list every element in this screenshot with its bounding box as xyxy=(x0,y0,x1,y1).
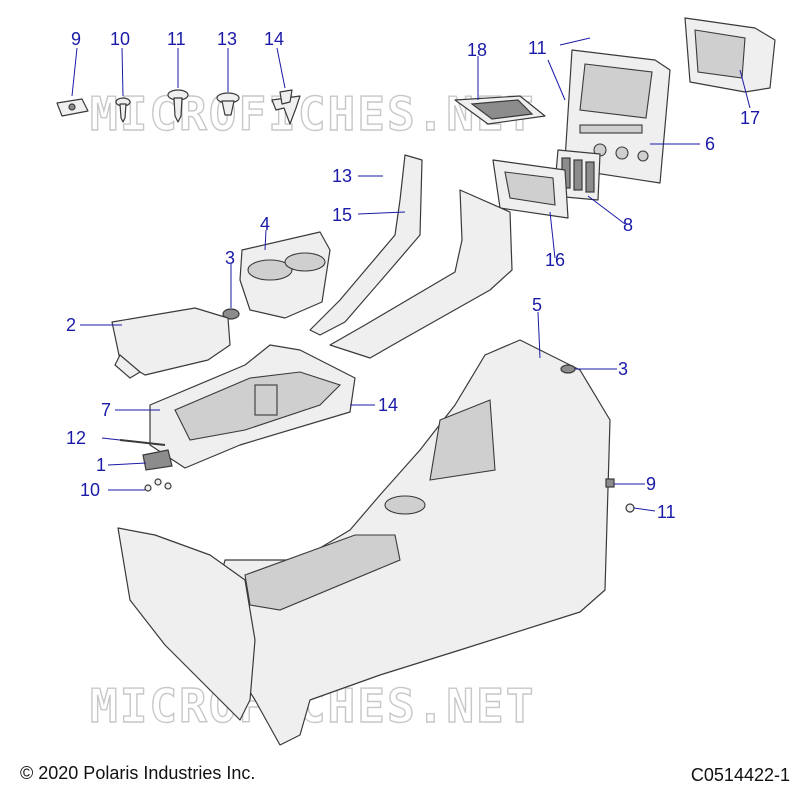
part-1-latch xyxy=(142,449,173,471)
callout-9-right: 9 xyxy=(646,474,656,494)
figure-code: C0514422-1 xyxy=(690,765,790,785)
callout-1: 1 xyxy=(96,455,106,475)
part-2-armrest-lid xyxy=(111,307,231,379)
callout-3-right: 3 xyxy=(618,359,628,379)
callout-17: 17 xyxy=(740,108,760,128)
callout-14-mid: 14 xyxy=(378,395,398,415)
part-12-pin xyxy=(119,439,166,446)
callout-7: 7 xyxy=(101,400,111,420)
callout-13-top: 13 xyxy=(217,29,237,49)
watermark-top: MICROFICHES.NET xyxy=(90,87,535,141)
callout-10-top: 10 xyxy=(110,29,130,49)
part-13-push-rivet xyxy=(216,92,240,116)
callout-12: 12 xyxy=(66,428,86,448)
callout-14-top: 14 xyxy=(264,29,284,49)
callout-18: 18 xyxy=(467,40,487,60)
callout-9-top: 9 xyxy=(71,29,81,49)
part-11-bolt xyxy=(167,89,189,123)
part-15-side-trim xyxy=(309,154,423,336)
callout-labels: 9 10 11 13 14 18 11 17 6 13 15 8 16 4 3 … xyxy=(66,29,760,522)
part-4-cupholder xyxy=(239,231,331,319)
part-16-bezel-trim xyxy=(492,159,569,219)
part-7-console-tray xyxy=(149,344,356,469)
part-3-bumper-right xyxy=(560,364,576,374)
part-11-bolt-lower xyxy=(625,503,635,513)
part-3-bumper-left xyxy=(222,308,240,320)
callout-4: 4 xyxy=(260,214,270,234)
part-console-top-panel xyxy=(329,189,513,359)
callout-10-bottom: 10 xyxy=(80,480,100,500)
part-10-screws-small xyxy=(144,478,172,492)
copyright-text: © 2020 Polaris Industries Inc. xyxy=(20,763,256,783)
callout-8: 8 xyxy=(623,215,633,235)
callout-11-top: 11 xyxy=(167,29,186,49)
callout-16: 16 xyxy=(545,250,565,270)
callout-11-right: 11 xyxy=(528,38,547,58)
part-18-storage-mat xyxy=(454,95,546,125)
callout-5: 5 xyxy=(532,295,542,315)
leader-lines xyxy=(71,37,751,512)
callout-13-mid: 13 xyxy=(332,166,352,186)
part-14-clip xyxy=(271,89,301,125)
callout-11-lower: 11 xyxy=(657,502,676,522)
part-6-control-bezel xyxy=(564,49,671,184)
part-9-clip-right xyxy=(605,478,615,488)
callout-6: 6 xyxy=(705,134,715,154)
part-5-console-frame xyxy=(214,339,611,746)
callout-3-left: 3 xyxy=(225,248,235,268)
callout-15: 15 xyxy=(332,205,352,225)
part-10-screw xyxy=(115,97,131,123)
part-17-bracket xyxy=(684,17,776,93)
part-lower-side-panel xyxy=(117,527,256,721)
callout-2: 2 xyxy=(66,315,76,335)
part-9-nut-clip xyxy=(56,98,89,117)
